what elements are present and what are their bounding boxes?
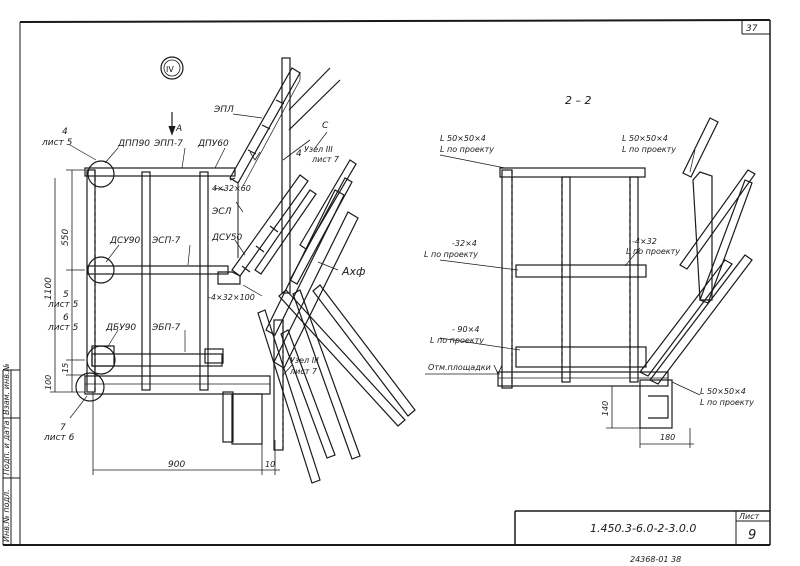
view-marker: IV <box>166 65 174 74</box>
label-node-bottom-sheet: лист 7 <box>289 367 318 376</box>
section-title: 2 – 2 <box>565 94 592 107</box>
label-angle-top-left: L 50×50×4 <box>440 134 486 143</box>
bottom-code: 24368-01 38 <box>630 555 681 564</box>
side-label-inv: Инв.№ подл. <box>2 489 11 542</box>
dim-15: 15 <box>61 363 70 373</box>
label-epl: ЭПЛ <box>213 105 234 115</box>
label-esl: ЭСЛ <box>211 207 232 217</box>
label-esp7: ЭСП-7 <box>151 236 181 246</box>
arrow-a-label: A <box>175 124 182 134</box>
label-node-5: 5 <box>63 290 69 300</box>
document-code: 1.450.3-6.0-2-3.0.0 <box>590 522 696 535</box>
label-dsu50: ДСУ50 <box>211 233 243 243</box>
label-c-mark: C <box>322 121 329 131</box>
label-node-7-sheet: лист 6 <box>43 433 75 443</box>
label-angle-top-left-note: L по проекту <box>440 145 494 154</box>
label-angle-top-right-note: L по проекту <box>622 145 676 154</box>
sheet-label: Лист <box>738 512 760 521</box>
label-angle-bottom-note: L по проекту <box>700 398 754 407</box>
label-node-top-sheet: лист 7 <box>311 155 340 164</box>
label-node-6: 6 <box>63 313 69 323</box>
label-node-5-sheet: лист 5 <box>47 300 79 310</box>
label-node-top: Узел III <box>304 145 333 154</box>
dim-10: 10 <box>265 460 275 469</box>
label-node-6-sheet: лист 5 <box>47 323 79 333</box>
label-dpp90: ДПП90 <box>117 139 150 149</box>
label-epp7: ЭПП-7 <box>153 139 183 149</box>
label-strip-90: - 90×4 <box>452 325 479 334</box>
label-strip-32-note: L по проекту <box>424 250 478 259</box>
dim-900: 900 <box>168 460 185 470</box>
label-node-4: 4 <box>62 127 68 137</box>
label-strip-32: -32×4 <box>452 239 477 248</box>
dim-550: 550 <box>61 229 71 246</box>
dim-140: 140 <box>601 401 610 416</box>
label-node-7: 7 <box>60 423 66 433</box>
label-strip-4x32: -4×32 <box>632 237 657 246</box>
label-strip-90-note: L по проекту <box>430 336 484 345</box>
label-platform-level: Отм.площадки <box>428 363 491 372</box>
label-node-4-sheet: лист 5 <box>41 138 73 148</box>
label-dsu90: ДСУ90 <box>109 236 141 246</box>
dim-100: 100 <box>44 375 53 390</box>
label-angle-bottom: L 50×50×4 <box>700 387 746 396</box>
sheet-number: 9 <box>748 528 756 543</box>
dim-1100: 1100 <box>44 277 54 300</box>
label-angle-top-right: L 50×50×4 <box>622 134 668 143</box>
dim-180: 180 <box>660 433 675 442</box>
side-label-replace: Взам. инв.№ <box>2 363 11 415</box>
label-dbu90: ДБУ90 <box>105 323 136 333</box>
right-view-geometry <box>425 117 756 448</box>
left-view-geometry <box>50 56 416 484</box>
label-strip-4x32-note: L по проекту <box>626 247 680 256</box>
label-ebp7: ЭБП-7 <box>151 323 180 333</box>
label-axf: Аxф <box>341 265 365 278</box>
label-flat-4x32x60: 4×32×60 <box>212 184 251 193</box>
label-node-bottom: Узел III <box>290 356 319 365</box>
label-flat-4x32x100: -4×32×100 <box>208 293 255 302</box>
side-label-sign: Подп. и дата <box>2 420 11 475</box>
page-corner-number: 37 <box>746 24 758 34</box>
label-dpu60: ДПУ60 <box>197 139 229 149</box>
sheet-frame <box>2 19 771 546</box>
label-node-top-num: 4 <box>296 149 302 159</box>
